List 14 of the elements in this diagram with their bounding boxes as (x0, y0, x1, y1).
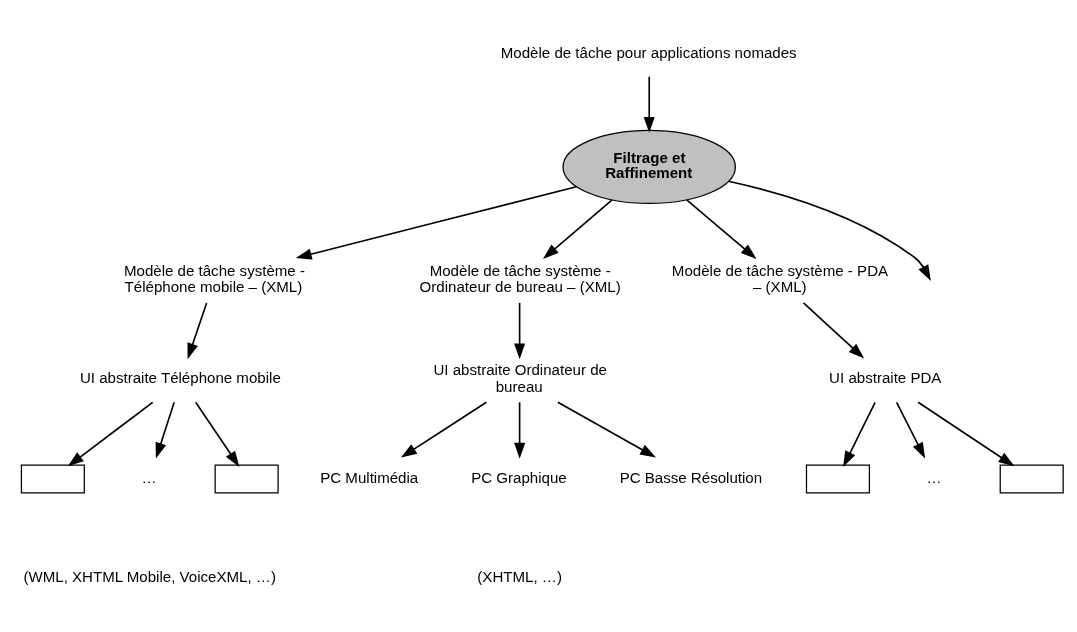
node-text: … (141, 468, 157, 486)
label: (XHTML, …) (477, 568, 562, 586)
node-text: PC Basse Résolution (619, 468, 763, 486)
label: (WML, XHTML Mobile, VoiceXML, …) (23, 568, 276, 586)
node-text: … (926, 468, 942, 486)
node-text: Modèle de tâche système - Téléphone mobile – (XML) (123, 261, 305, 296)
node-text: UI abstraite Ordinateur de bureau (433, 361, 607, 395)
node-text: UI abstraite Téléphone mobile (79, 369, 281, 387)
node-text: Modèle de tâche système - PDA – (XML) (671, 261, 889, 296)
node-text: PC Graphique (471, 468, 567, 486)
node-text: UI abstraite PDA (829, 369, 942, 387)
node-text: PC Multimédia (320, 468, 419, 486)
node-text: Modèle de tâche système - Ordinateur de bureau – (XML) (419, 261, 621, 296)
node-text: Modèle de tâche pour applications nomades (500, 43, 797, 61)
